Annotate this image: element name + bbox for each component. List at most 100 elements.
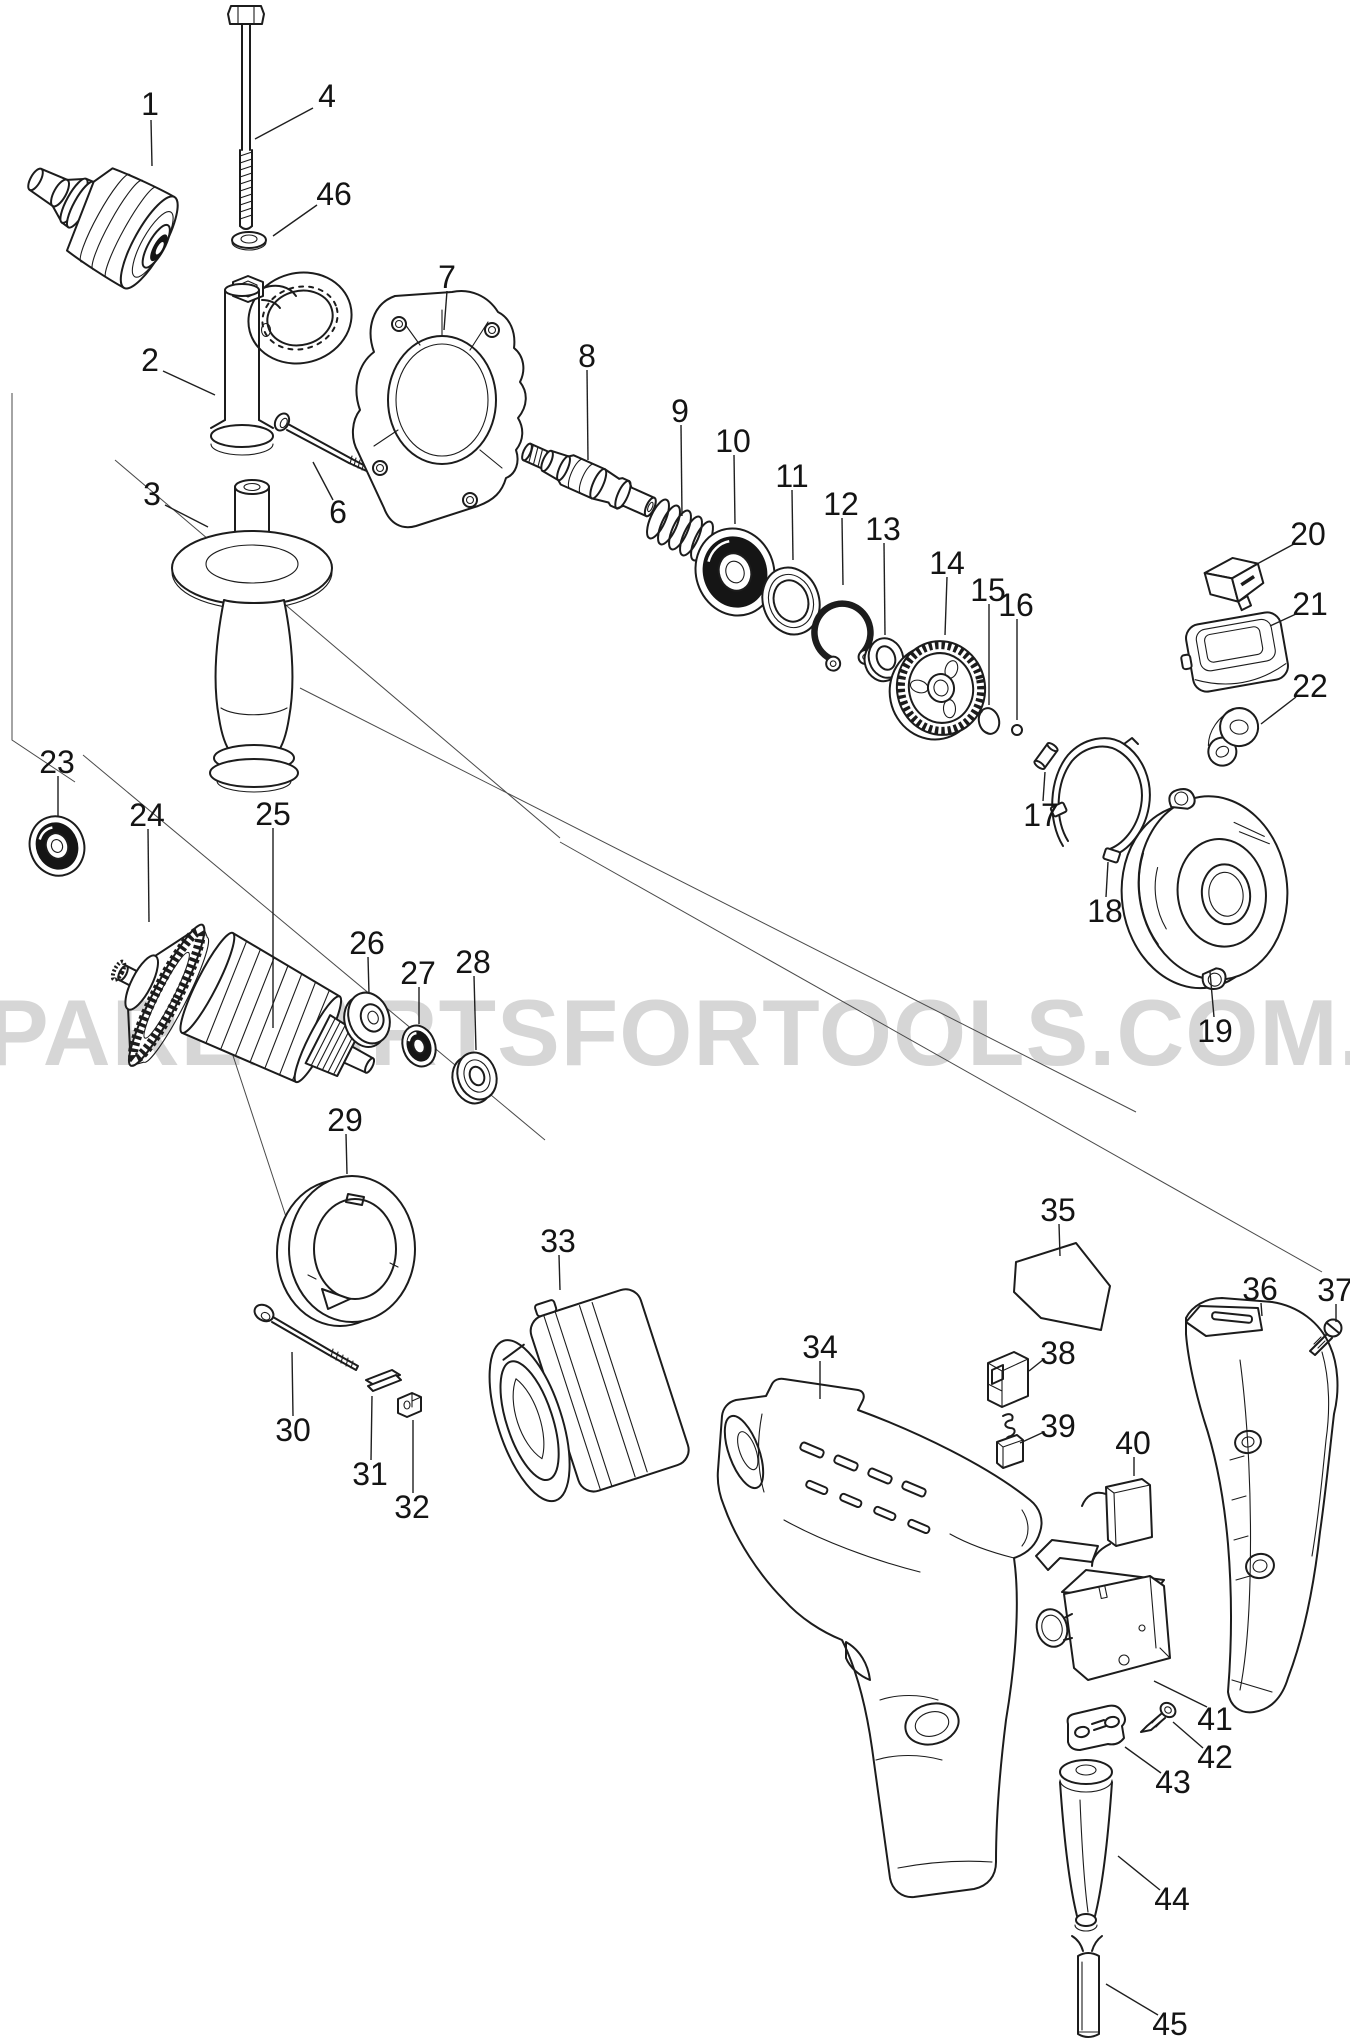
part-label-18: 18: [1087, 893, 1123, 929]
ball-bearing-28-drawing: [451, 1051, 498, 1105]
leader-line-8: [586, 369, 589, 461]
cord-clamp-drawing: [1066, 1704, 1126, 1751]
part-label-34: 34: [802, 1329, 838, 1365]
leader-line-38: [1028, 1358, 1045, 1372]
part-label-41: 41: [1197, 1701, 1233, 1737]
part-label-45: 45: [1152, 2006, 1188, 2040]
leader-line-11: [791, 489, 794, 561]
part-label-25: 25: [255, 796, 291, 832]
part-label-1: 1: [141, 86, 159, 122]
leader-line-19: [1209, 971, 1215, 1018]
bearing-box-drawing: [1120, 788, 1289, 990]
leader-line-2: [162, 370, 216, 396]
rubber-boot-drawing: [1180, 611, 1289, 693]
side-handle-drawing: [171, 479, 333, 793]
half-washer-drawing: [977, 707, 1001, 735]
armature-drawing: [179, 931, 376, 1084]
steel-ball-drawing: [1011, 724, 1023, 736]
part-label-23: 23: [39, 744, 75, 780]
leader-line-9: [680, 424, 683, 517]
part-label-33: 33: [540, 1223, 576, 1259]
leader-line-24: [147, 828, 150, 923]
leader-line-30: [291, 1351, 294, 1417]
leader-line-4: [254, 107, 314, 140]
retainer-ring-drawing: [276, 1175, 416, 1327]
part-label-39: 39: [1040, 1408, 1076, 1444]
part-label-21: 21: [1292, 586, 1328, 622]
carbon-brush-drawing: [996, 1413, 1024, 1469]
part-label-22: 22: [1292, 668, 1328, 704]
part-label-8: 8: [578, 338, 596, 374]
brush-cap-drawing: [1203, 556, 1265, 612]
leader-line-41: [1153, 1680, 1208, 1708]
handle-cover-drawing: [1185, 1297, 1339, 1714]
part-label-12: 12: [823, 486, 859, 522]
part-label-44: 44: [1154, 1881, 1190, 1917]
leader-line-20: [1256, 543, 1295, 565]
part-label-29: 29: [327, 1102, 363, 1138]
ball-bearing-27-drawing: [401, 1024, 437, 1068]
ball-bearing-10-drawing: [694, 527, 776, 617]
pin-drawing: [1033, 742, 1059, 770]
handle-clamp-drawing: [210, 271, 353, 456]
part-label-11: 11: [775, 458, 808, 494]
part-label-40: 40: [1115, 1425, 1151, 1461]
leader-line-13: [883, 542, 886, 636]
spindle-drawing: [521, 442, 657, 518]
washer-26-drawing: [343, 991, 391, 1048]
leader-line-26: [367, 956, 370, 995]
brush-holder-drawing: [987, 1351, 1029, 1408]
leader-line-12: [841, 517, 844, 586]
part-label-43: 43: [1155, 1764, 1191, 1800]
leader-line-28: [473, 975, 477, 1051]
name-plate-drawing: [1013, 1242, 1111, 1331]
part-label-27: 27: [400, 955, 436, 991]
part-label-16: 16: [998, 587, 1034, 623]
screw-30-drawing: [253, 1303, 359, 1371]
switch-drawing: [1035, 1539, 1171, 1681]
part-label-7: 7: [438, 259, 456, 295]
leader-line-39: [1019, 1431, 1045, 1444]
leader-line-18: [1105, 861, 1109, 898]
ball-bearing-23-drawing: [28, 815, 86, 877]
clip-31-drawing: [365, 1369, 402, 1392]
part-label-4: 4: [318, 78, 336, 114]
leader-line-44: [1117, 1855, 1161, 1891]
leader-line-7: [443, 290, 448, 331]
part-label-28: 28: [455, 944, 491, 980]
part-label-42: 42: [1197, 1739, 1233, 1775]
part-label-17: 17: [1023, 797, 1059, 833]
construction-lines: [11, 393, 1323, 1273]
leader-line-21: [1269, 613, 1297, 627]
drill-body-drawing: [716, 1377, 1043, 1899]
part-label-13: 13: [865, 511, 901, 547]
part-label-46: 46: [316, 176, 352, 212]
gear-housing-drawing: [352, 290, 527, 529]
part-label-30: 30: [275, 1412, 311, 1448]
capacitor-drawing: [1081, 1478, 1153, 1567]
ring-13-drawing: [863, 637, 905, 683]
leader-line-46: [272, 204, 318, 237]
part-label-37: 37: [1317, 1272, 1350, 1308]
spring-drawing: [646, 498, 714, 562]
screw-37-drawing: [1309, 1318, 1343, 1356]
gear-drawing: [888, 640, 987, 741]
part-label-31: 31: [352, 1456, 388, 1492]
part-label-35: 35: [1040, 1192, 1076, 1228]
fan-gear-drawing: [110, 923, 210, 1067]
leader-line-10: [733, 454, 736, 525]
leader-line-14: [944, 576, 948, 636]
part-label-10: 10: [715, 423, 751, 459]
leader-line-42: [1172, 1721, 1204, 1749]
screw-42-drawing: [1140, 1701, 1177, 1733]
part-label-26: 26: [349, 925, 385, 961]
part-label-19: 19: [1197, 1013, 1233, 1049]
long-bolt-drawing: [227, 5, 265, 230]
leader-line-45: [1105, 1983, 1159, 2016]
field-stator-drawing: [488, 1288, 690, 1503]
chuck-drawing: [27, 167, 179, 290]
clip-32-drawing: [397, 1392, 422, 1418]
